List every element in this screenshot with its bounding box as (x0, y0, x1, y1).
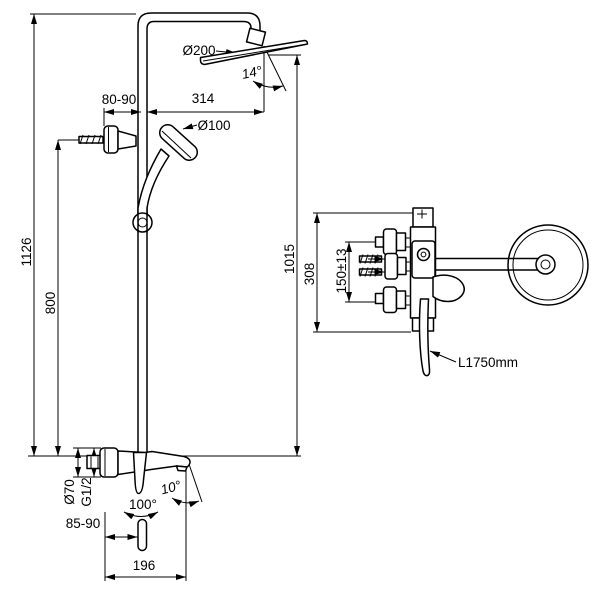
diverter-block (412, 207, 434, 228)
rail-through-slider (137, 212, 148, 233)
overhead-shower (199, 39, 309, 66)
shower-column (137, 12, 267, 453)
wall-bracket (78, 125, 137, 154)
diverter-cross-icon (417, 209, 427, 219)
handshower-diameter-leader (182, 123, 198, 130)
spout-angle-line (188, 463, 203, 503)
shower-hose (418, 298, 431, 377)
union-top-stub (374, 236, 385, 248)
escutcheon-diameter-label: Ø70 (62, 479, 77, 505)
handle-bottom-view (137, 518, 148, 552)
bracket-cone (117, 130, 137, 150)
extension-lines-top (313, 212, 414, 333)
front-view: 1126 800 1015 80-90 314 Ø200 14° Ø100 Ø7… (19, 12, 309, 581)
connection-thread-label: G1/2 (79, 477, 94, 506)
column-inner-edge (146, 20, 252, 453)
overall-height-label: 1126 (19, 237, 34, 266)
mixer-inlet-threads (90, 456, 99, 468)
overhead-angle-arc (252, 80, 284, 92)
column-outer-edge (137, 12, 261, 453)
handle-pivot-center (420, 251, 427, 258)
union-top-escutcheon (382, 228, 398, 256)
shower-arm-top (434, 257, 541, 271)
hand-shower (132, 124, 199, 233)
inlet-spacing-label: 150±13 (334, 249, 349, 294)
bracket-screw-threads (79, 134, 102, 145)
top-view: 308 150±13 L1750mm (302, 207, 589, 377)
overhead-shower-rim (202, 44, 306, 62)
union-bottom-escutcheon (382, 286, 398, 314)
spout-angle-arc (171, 497, 200, 508)
union-middle-nut (396, 256, 407, 276)
union-bottom-stub (374, 292, 385, 305)
mixer-escutcheon (99, 447, 119, 478)
hose-length-leader (429, 350, 457, 363)
spout-aerator (175, 465, 188, 472)
mixer-lever-handle (132, 451, 148, 495)
supply-pipes (358, 254, 385, 277)
handle-swing-arc (123, 511, 159, 520)
arm-reach-label: 314 (192, 91, 215, 106)
wall-clearance-bottom-label: 85-90 (66, 516, 101, 531)
union-bottom-nut (395, 290, 407, 310)
wall-unions (374, 228, 407, 314)
hose-length-label: L1750mm (458, 355, 518, 370)
wall-clearance-top-label: 80-90 (102, 92, 137, 107)
union-middle-escutcheon (384, 252, 399, 280)
bracket-flange (103, 125, 119, 154)
overhead-ball-joint (245, 27, 267, 47)
overhead-disc-top (432, 224, 589, 306)
spout-reach-label: 196 (133, 558, 156, 573)
hand-shower-handle (137, 148, 170, 216)
arm-hub (535, 254, 556, 275)
overhead-disc-inner (512, 229, 584, 301)
rail-height-label: 800 (43, 292, 58, 315)
handle-swing-label: 100° (129, 497, 157, 512)
overhead-to-mixer-label: 1015 (282, 244, 297, 274)
overhead-diameter-label: Ø200 (182, 43, 215, 58)
mixer-top-view (409, 207, 437, 332)
overhead-angle-label: 14° (240, 63, 264, 82)
hand-shower-face-line (161, 130, 192, 159)
rail-slider (132, 212, 153, 233)
mixer-front (86, 447, 191, 552)
handshower-diameter-label: Ø100 (197, 118, 230, 133)
spout-angle-label: 10° (159, 477, 183, 497)
hand-shower-head (158, 124, 199, 161)
union-top-nut (395, 232, 407, 252)
spout-top-view (432, 274, 465, 303)
bracket-screw-shaft (78, 135, 104, 144)
arm-hub-center (540, 259, 551, 270)
assembly-depth-label: 308 (302, 263, 317, 286)
handle-pivot (416, 247, 431, 262)
